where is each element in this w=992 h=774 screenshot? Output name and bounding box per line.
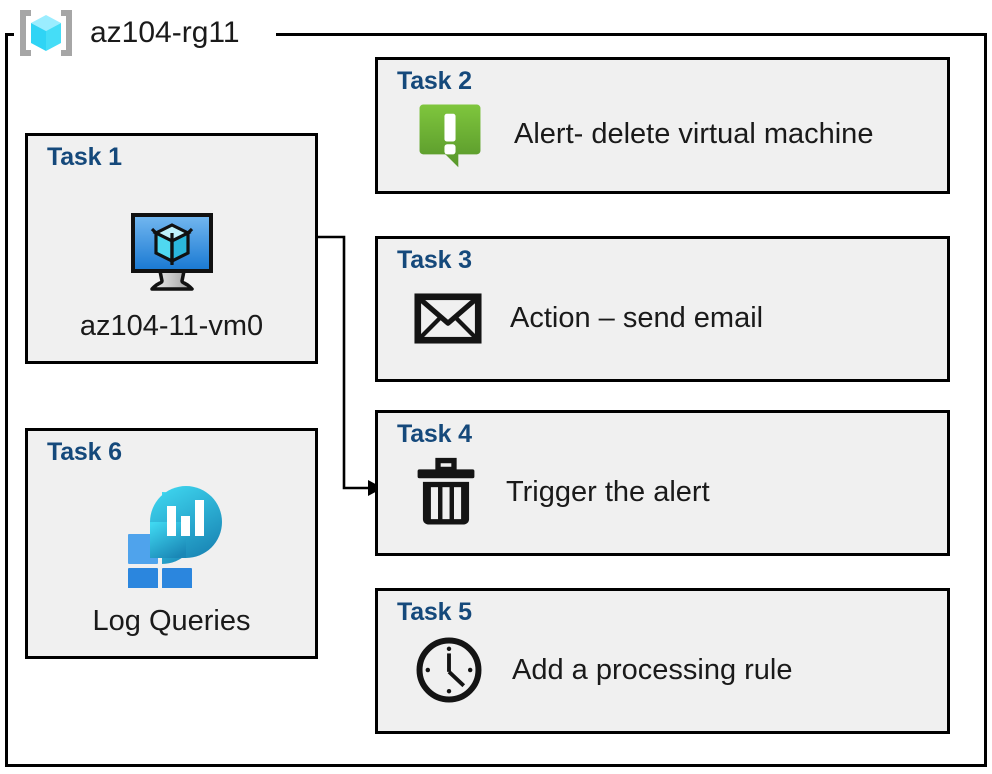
card-task-1-title: Task 1 xyxy=(47,143,122,171)
resource-group-frame xyxy=(5,33,987,767)
card-task-1[interactable]: Task 1 xyxy=(25,133,318,364)
card-task-3-title: Task 3 xyxy=(397,246,472,274)
log-queries-analytics-icon xyxy=(120,484,224,598)
card-task-2-label: Alert- delete virtual machine xyxy=(514,118,874,150)
alert-exclamation-bubble-icon xyxy=(414,99,486,171)
virtual-machine-monitor-icon xyxy=(124,209,220,298)
resource-group-cube-icon xyxy=(14,7,78,59)
card-task-2-title: Task 2 xyxy=(397,67,472,95)
card-task-4-title: Task 4 xyxy=(397,420,472,448)
card-task-1-label: az104-11-vm0 xyxy=(79,310,264,342)
card-task-4-label: Trigger the alert xyxy=(506,475,710,508)
card-task-6[interactable]: Task 6 xyxy=(25,428,318,659)
card-task-5[interactable]: Task 5 Add a processing rule xyxy=(375,588,950,734)
clock-icon xyxy=(414,635,484,705)
card-task-2[interactable]: Task 2 Alert- delete virtual machine xyxy=(375,57,950,194)
card-task-4[interactable]: Task 4 Trigger the alert xyxy=(375,410,950,556)
card-task-3[interactable]: Task 3 Action – send email xyxy=(375,236,950,382)
card-task-5-label: Add a processing rule xyxy=(512,653,793,686)
card-task-3-label: Action – send email xyxy=(510,301,764,334)
resource-group-header: az104-rg11 xyxy=(14,0,276,66)
envelope-icon xyxy=(414,292,482,344)
trash-can-icon xyxy=(414,457,478,528)
resource-group-name: az104-rg11 xyxy=(90,16,240,49)
card-task-6-label: Log Queries xyxy=(92,605,251,637)
card-task-6-title: Task 6 xyxy=(47,438,122,466)
card-task-5-title: Task 5 xyxy=(397,598,472,626)
